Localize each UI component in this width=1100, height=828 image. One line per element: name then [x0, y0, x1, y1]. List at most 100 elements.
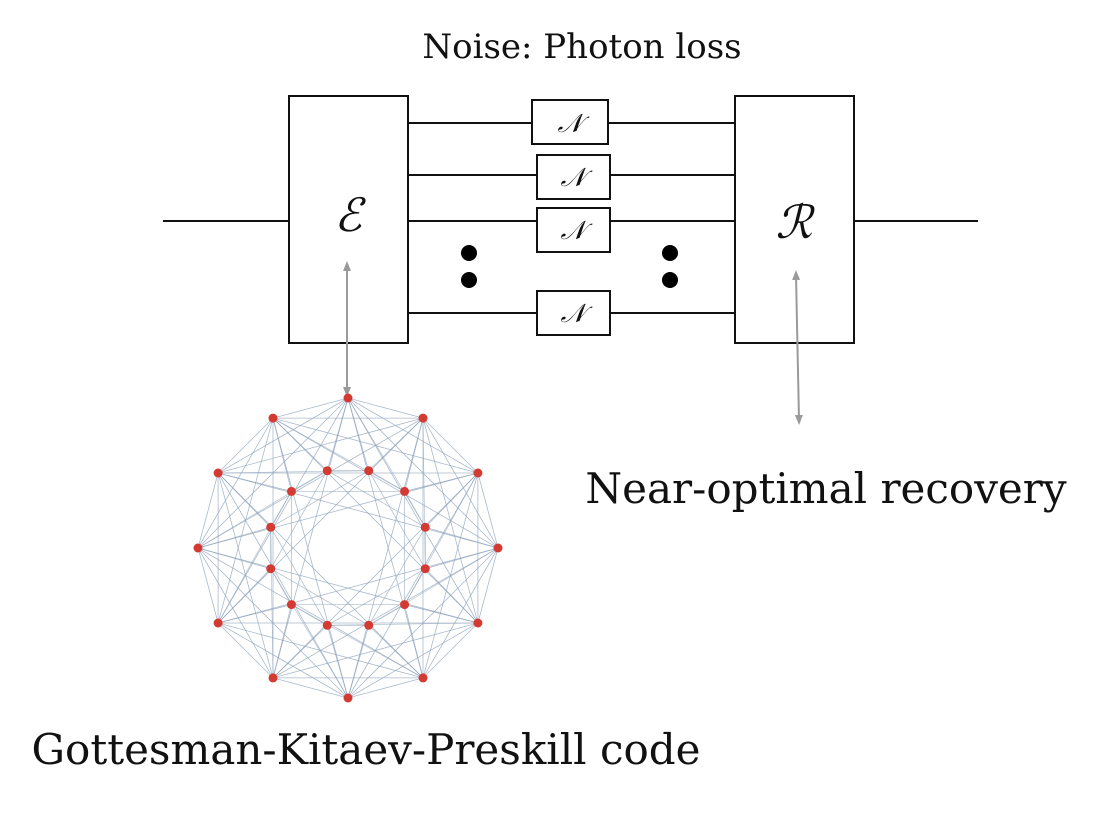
lattice-edge: [272, 417, 328, 472]
noise-channel-1: 𝒩: [531, 99, 609, 145]
lattice-edge: [404, 604, 479, 624]
lattice-node: [322, 466, 332, 476]
lattice-edge: [347, 622, 479, 699]
lattice-edge: [272, 624, 328, 679]
lattice-node: [473, 468, 483, 478]
lattice-edge: [272, 417, 405, 492]
lattice-edge: [270, 568, 292, 605]
lattice-edge: [422, 417, 499, 549]
encoder-block: ℰ: [288, 95, 409, 344]
lattice-node: [268, 673, 278, 683]
lattice-edge: [326, 625, 349, 699]
lattice-edge: [291, 604, 328, 626]
lattice-node: [343, 693, 353, 703]
lattice-edge: [217, 622, 274, 679]
lattice-edge: [217, 417, 274, 474]
lattice-edges: [197, 397, 499, 699]
lattice-edge: [217, 472, 292, 492]
lattice-edge: [270, 568, 369, 626]
lattice-edge: [422, 417, 479, 474]
lattice-node: [213, 468, 223, 478]
lattice-edge: [347, 625, 370, 699]
lattice-edge: [347, 397, 479, 624]
lattice-node: [322, 620, 332, 630]
lattice-node: [343, 393, 353, 403]
lattice-edge: [404, 604, 424, 679]
encoder-symbol: ℰ: [334, 188, 366, 242]
lattice-edge: [197, 417, 274, 549]
lattice-edge: [347, 677, 424, 699]
noise-channel-2: 𝒩: [536, 154, 611, 200]
lattice-edge: [272, 472, 479, 679]
lattice-edge: [217, 568, 272, 624]
lattice-edge: [270, 470, 369, 528]
lattice-edge: [368, 527, 426, 626]
channel-wires: [408, 122, 735, 314]
lattice-node: [493, 543, 503, 553]
lattice-edge: [272, 417, 499, 549]
lattice-edge: [272, 417, 349, 699]
lattice-edge: [424, 472, 479, 528]
lattice-edge: [270, 470, 328, 569]
lattice-node: [193, 543, 203, 553]
lattice-edge: [197, 472, 219, 549]
lattice-node: [420, 522, 430, 532]
lattice-edge: [477, 547, 499, 624]
code-caption: Gottesman-Kitaev-Preskill code: [31, 725, 700, 774]
lattice-node: [364, 466, 374, 476]
lattice-node: [473, 618, 483, 628]
lattice-edge: [327, 470, 426, 528]
lattice-edge: [368, 470, 426, 569]
recovery-caption-arrow: [792, 270, 803, 425]
lattice-edge: [197, 547, 271, 570]
lattice-edge: [291, 470, 328, 492]
lattice-node: [266, 564, 276, 574]
lattice-nodes: [193, 393, 503, 703]
recovery-block: ℛ: [734, 95, 855, 344]
lattice-edge: [197, 417, 424, 549]
lattice-edge: [217, 622, 349, 699]
lattice-node: [364, 620, 374, 630]
lattice-edge: [368, 624, 424, 679]
lattice-node: [400, 486, 410, 496]
lattice-edge: [270, 527, 328, 626]
lattice-edge: [272, 417, 479, 474]
lattice-node: [400, 600, 410, 610]
lattice-node: [420, 564, 430, 574]
lattice-edge: [272, 397, 349, 679]
lattice-edge: [217, 472, 424, 679]
gkp-lattice-graphic: [193, 393, 503, 703]
lattice-edge: [477, 472, 499, 549]
lattice-edge: [425, 547, 499, 570]
lattice-node: [286, 600, 296, 610]
lattice-edge: [197, 547, 274, 679]
recovery-caption: Near-optimal recovery: [585, 464, 1066, 513]
lattice-edge: [197, 526, 271, 549]
lattice-edge: [347, 397, 424, 679]
noise-channel-3: 𝒩: [536, 207, 611, 253]
lattice-edge: [347, 397, 370, 471]
lattice-edge: [217, 472, 349, 699]
lattice-edge: [272, 397, 349, 419]
lattice-edge: [347, 397, 479, 474]
lattice-edge: [272, 417, 292, 492]
lattice-node: [268, 413, 278, 423]
lattice-edge: [217, 547, 499, 624]
lattice-edge: [197, 472, 479, 549]
lattice-edge: [368, 604, 405, 626]
lattice-edge: [347, 417, 424, 699]
lattice-node: [266, 522, 276, 532]
lattice-edge: [217, 397, 349, 474]
lattice-edge: [404, 417, 424, 492]
diagram-title: Noise: Photon loss: [422, 27, 741, 67]
lattice-edge: [404, 568, 426, 605]
lattice-edge: [197, 547, 424, 679]
lattice-edge: [197, 547, 219, 624]
lattice-node: [286, 486, 296, 496]
lattice-node: [213, 618, 223, 628]
ellipsis-dots-right: [662, 245, 678, 288]
lattice-edge: [347, 472, 479, 699]
lattice-edge: [197, 547, 479, 624]
ellipsis-dots-left: [461, 245, 477, 288]
